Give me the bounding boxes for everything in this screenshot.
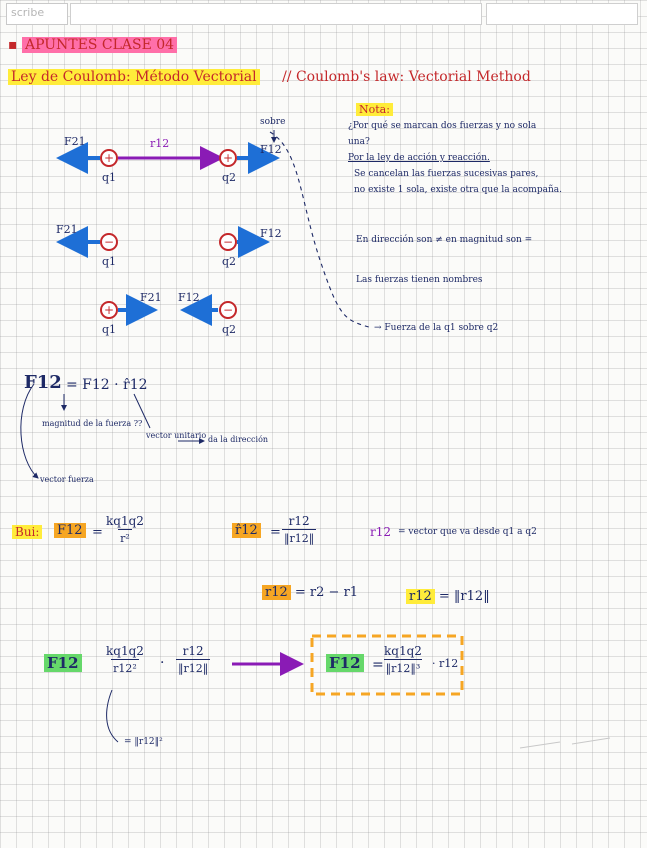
title-label: APUNTES CLASE 04 bbox=[21, 37, 178, 53]
final-dot: · bbox=[160, 655, 165, 671]
boxed-lhs-text: F12 bbox=[326, 654, 364, 672]
unit-vector-fraction: r12 ‖r12‖ bbox=[282, 514, 317, 545]
vector-note: vector fuerza bbox=[40, 475, 94, 484]
r12-def-lhs: r12 bbox=[262, 585, 291, 600]
nota-label: Nota: bbox=[356, 103, 393, 116]
row3-charge1-label: q1 bbox=[102, 323, 117, 336]
subtitle: Ley de Coulomb: Método Vectorial // Coul… bbox=[8, 69, 531, 85]
row2-charge2-circle bbox=[219, 233, 237, 251]
bui-num: kq1q2 bbox=[106, 514, 144, 528]
bui-den: r² bbox=[118, 529, 132, 545]
denominator-brace bbox=[106, 689, 119, 743]
nota-line-4: En dirección son ≠ en magnitud son = bbox=[356, 235, 533, 245]
row1-f21-label: F21 bbox=[64, 135, 86, 148]
nota-label-text: Nota: bbox=[356, 103, 393, 116]
final-lhs-text: F12 bbox=[44, 654, 82, 672]
row2-charge1-label: q1 bbox=[102, 255, 117, 268]
unit-note: vector unitario bbox=[146, 431, 207, 440]
row1-charge2-label: q2 bbox=[222, 171, 237, 184]
row1-charge2-sign: + bbox=[223, 151, 234, 165]
unit-vector-lhs: r̂12 bbox=[232, 523, 261, 538]
bui-eq: = bbox=[92, 525, 103, 540]
row2-charge1-sign: − bbox=[104, 235, 115, 249]
unit-vector-lhs-text: r̂12 bbox=[232, 523, 261, 538]
nota-answer-1: Por la ley de acción y reacción. bbox=[348, 153, 490, 163]
r12-def: r12 = r2 − r1 bbox=[262, 585, 359, 600]
page-title: ▪ APUNTES CLASE 04 bbox=[8, 37, 178, 53]
vector-fuerza-curve bbox=[20, 383, 39, 479]
row3-charge1-sign: + bbox=[104, 303, 115, 317]
direction-note: da la dirección bbox=[208, 435, 269, 444]
boxed-lhs: F12 bbox=[326, 654, 364, 672]
r12-mag: r12 = ‖r12‖ bbox=[406, 589, 490, 604]
nota-line-6: → Fuerza de la q1 sobre q2 bbox=[374, 323, 499, 333]
bui-lhs: F12 bbox=[54, 523, 86, 538]
row3-charge2-label: q2 bbox=[222, 323, 237, 336]
boxed-fraction: kq1q2 ‖r12‖³ bbox=[382, 644, 424, 675]
brand-logo-box: scribe bbox=[6, 3, 68, 25]
vector-formula-lhs: F12 bbox=[24, 372, 62, 393]
magnitude-note: magnitud de la fuerza ?? bbox=[42, 419, 143, 428]
row3-charge1-circle bbox=[100, 301, 118, 319]
bui-lhs-text: F12 bbox=[54, 523, 86, 538]
bui-fraction: kq1q2 r² bbox=[104, 514, 146, 545]
row1-r12-label: r12 bbox=[150, 137, 170, 150]
subtitle-en: // Coulomb's law: Vectorial Method bbox=[282, 69, 531, 85]
final-fraction-2: r12 ‖r12‖ bbox=[176, 644, 211, 675]
nota-question-2: una? bbox=[348, 137, 370, 147]
final-den-1: r12² bbox=[111, 659, 139, 675]
r12-mag-lhs: r12 bbox=[406, 589, 435, 604]
unit-vector-den: ‖r12‖ bbox=[282, 529, 317, 545]
row3-charge2-circle bbox=[219, 301, 237, 319]
row2-charge1-circle bbox=[100, 233, 118, 251]
nota-answer-2: Se cancelan las fuerzas sucesivas pares, bbox=[354, 169, 539, 179]
final-note: = ‖r12‖² bbox=[124, 737, 163, 747]
row2-charge2-label: q2 bbox=[222, 255, 237, 268]
final-num-1: kq1q2 bbox=[106, 644, 144, 658]
sobre-label: sobre bbox=[260, 117, 286, 127]
boxed-num: kq1q2 bbox=[384, 644, 422, 658]
row2-charge2-sign: − bbox=[223, 235, 234, 249]
vector-formula-rhs: = F12 · r̂12 bbox=[66, 377, 148, 393]
title-bullet: ▪ bbox=[8, 37, 18, 53]
bui-label-text: Bui: bbox=[12, 525, 43, 539]
final-formula-box bbox=[310, 634, 464, 696]
row3-charge2-sign: − bbox=[223, 303, 234, 317]
row3-f21-label: F21 bbox=[140, 291, 162, 304]
header-field-2 bbox=[486, 3, 638, 25]
row2-f21-label: F21 bbox=[56, 223, 78, 236]
unit-vector-num: r12 bbox=[288, 514, 310, 528]
unit-pointer bbox=[133, 393, 151, 429]
header-field-1 bbox=[70, 3, 482, 25]
row3-f12-label: F12 bbox=[178, 291, 200, 304]
subtitle-es: Ley de Coulomb: Método Vectorial bbox=[8, 69, 260, 85]
r12-desc-lhs: r12 bbox=[370, 525, 392, 539]
final-den-2: ‖r12‖ bbox=[176, 659, 211, 675]
faint-scribble bbox=[519, 737, 611, 749]
final-lhs: F12 bbox=[44, 654, 82, 672]
row1-charge1-sign: + bbox=[104, 151, 115, 165]
r12-mag-rhs: = ‖r12‖ bbox=[438, 589, 490, 604]
nota-line-5: Las fuerzas tienen nombres bbox=[356, 275, 483, 285]
row1-f12-label: F12 bbox=[260, 143, 282, 156]
boxed-eq: = bbox=[372, 657, 384, 673]
row1-charge2-circle bbox=[219, 149, 237, 167]
unit-vector-eq: = bbox=[270, 525, 281, 540]
row1-charge1-circle bbox=[100, 149, 118, 167]
r12-def-rhs: = r2 − r1 bbox=[294, 585, 359, 600]
brand-logo: scribe bbox=[11, 6, 45, 19]
bui-label: Bui: bbox=[12, 525, 43, 539]
r12-desc-text: = vector que va desde q1 a q2 bbox=[398, 527, 537, 537]
nota-question-1: ¿Por qué se marcan dos fuerzas y no sola bbox=[348, 121, 537, 131]
row1-charge1-label: q1 bbox=[102, 171, 117, 184]
boxed-tail: · r12 bbox=[432, 657, 459, 670]
row2-f12-label: F12 bbox=[260, 227, 282, 240]
boxed-den: ‖r12‖³ bbox=[383, 659, 423, 675]
final-fraction-1: kq1q2 r12² bbox=[104, 644, 146, 675]
final-num-2: r12 bbox=[182, 644, 204, 658]
nota-answer-3: no existe 1 sola, existe otra que la aco… bbox=[354, 185, 562, 195]
